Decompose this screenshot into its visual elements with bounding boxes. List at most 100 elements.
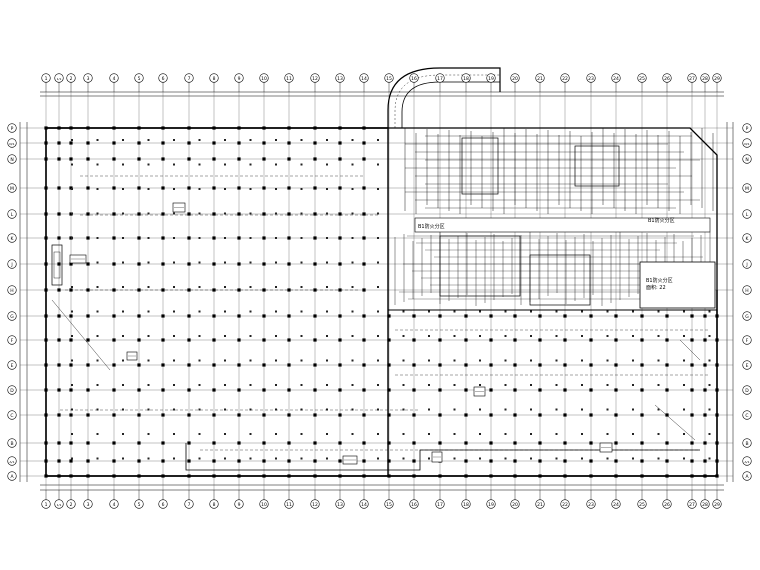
column	[351, 286, 354, 288]
column	[338, 262, 342, 266]
column	[71, 384, 73, 386]
column	[351, 359, 354, 362]
column	[224, 261, 226, 264]
column-axis-label: 16	[411, 76, 417, 82]
bubble-circle	[510, 499, 520, 509]
column	[555, 310, 558, 313]
row-bubble: N	[742, 154, 752, 164]
column	[313, 186, 317, 190]
column	[683, 457, 685, 460]
column	[112, 288, 116, 292]
column	[287, 236, 291, 240]
bubble-circle	[83, 499, 93, 509]
column	[326, 163, 328, 166]
column-axis-label: 25	[639, 76, 645, 82]
column	[237, 441, 241, 445]
column-bubble: 3	[83, 499, 93, 509]
column	[387, 363, 391, 367]
column	[57, 441, 61, 445]
column	[198, 408, 201, 411]
column	[589, 459, 593, 463]
column	[69, 141, 73, 145]
column-bubble: 8	[209, 499, 219, 509]
bubble-circle	[742, 410, 752, 420]
column	[313, 126, 317, 130]
bubble-circle	[586, 499, 596, 509]
column-bubble: 16	[409, 499, 419, 509]
row-axis-label: D	[10, 388, 14, 394]
fire-zone-label-3: B1防火分区	[646, 277, 673, 284]
column	[362, 262, 366, 266]
column	[581, 310, 583, 313]
column-bubble: 18	[461, 499, 471, 509]
column	[387, 459, 391, 463]
column	[479, 384, 481, 386]
column	[137, 157, 141, 161]
column-axis-label: 12	[312, 76, 318, 82]
column	[57, 141, 61, 145]
column	[224, 433, 226, 435]
column	[275, 188, 277, 190]
column	[112, 388, 116, 392]
zone-labels: B1防火分区 B1防火分区 B1防火分区 面积: 22	[418, 217, 675, 291]
column	[57, 186, 61, 190]
column	[453, 384, 456, 386]
column	[161, 413, 165, 417]
column	[708, 335, 711, 337]
column	[438, 413, 442, 417]
column	[464, 459, 468, 463]
column	[313, 413, 317, 417]
column	[275, 310, 277, 313]
column	[362, 236, 366, 240]
bubble-circle	[184, 499, 194, 509]
column	[161, 459, 165, 463]
column	[538, 441, 542, 445]
column	[632, 433, 634, 435]
column	[326, 384, 328, 386]
row-bubble: P	[742, 123, 752, 133]
column	[187, 388, 191, 392]
column	[362, 157, 366, 161]
column	[504, 359, 507, 362]
column	[338, 314, 342, 318]
column	[640, 363, 644, 367]
column	[640, 338, 644, 342]
column-axis-label: 24	[613, 76, 619, 82]
column	[438, 441, 442, 445]
column	[173, 433, 175, 435]
column	[86, 126, 90, 130]
bubble-circle	[742, 456, 752, 466]
column	[563, 459, 567, 463]
column	[137, 236, 141, 240]
row-axis-label: L	[746, 212, 749, 218]
column	[287, 262, 291, 266]
column	[338, 363, 342, 367]
column-bubble: 15	[384, 499, 394, 509]
column-bubble: 25	[637, 73, 647, 83]
fire-zone-room	[639, 261, 716, 309]
column	[351, 408, 354, 411]
column	[703, 338, 707, 342]
bubble-circle	[7, 138, 17, 148]
column-axis-label: 9	[238, 76, 241, 82]
column	[479, 408, 481, 411]
column	[632, 335, 634, 337]
column	[412, 363, 416, 367]
column	[438, 474, 442, 478]
column	[69, 474, 73, 478]
column	[563, 413, 567, 417]
column	[275, 261, 277, 264]
column	[589, 314, 593, 318]
column	[173, 286, 175, 288]
column	[112, 474, 116, 478]
column-axis-label: 11	[286, 76, 292, 82]
column	[112, 126, 116, 130]
bubble-circle	[259, 73, 269, 83]
column	[614, 459, 618, 463]
column	[377, 163, 379, 166]
column	[57, 459, 61, 463]
column-bubble: 21	[535, 73, 545, 83]
column	[275, 384, 277, 386]
bubble-circle	[134, 73, 144, 83]
column	[351, 310, 354, 313]
